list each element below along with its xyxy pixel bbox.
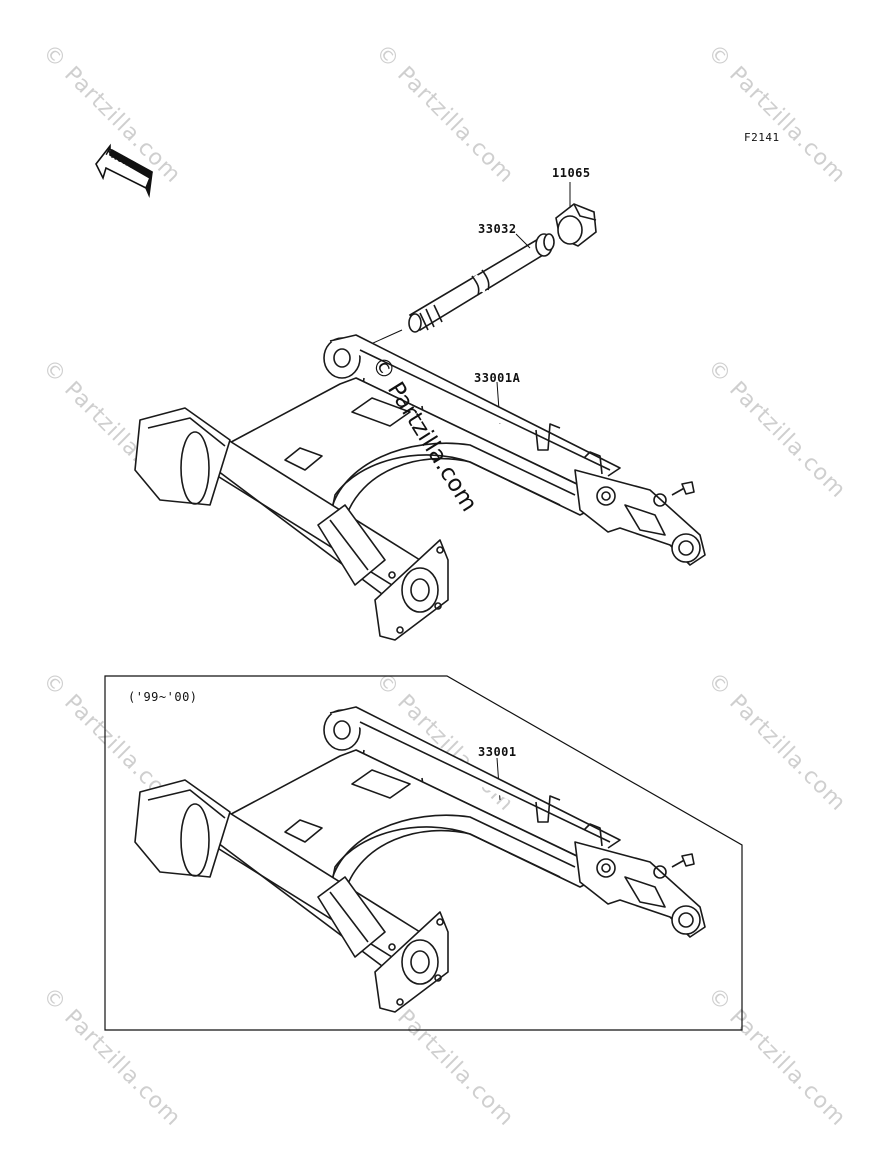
inset-frame <box>104 675 743 1031</box>
pivot-shaft <box>408 233 555 333</box>
front-arrow-icon <box>95 143 153 199</box>
figure-code: F2141 <box>744 131 780 144</box>
part-number-33001a: 33001A <box>474 371 521 385</box>
inset-range-label: ('99~'00) <box>128 690 198 704</box>
collar-part <box>555 203 597 247</box>
part-number-33032: 33032 <box>478 222 517 236</box>
part-number-33001: 33001 <box>478 745 517 759</box>
swingarm-33001 <box>134 706 706 1013</box>
swingarm-33001a <box>134 334 706 641</box>
part-number-11065: 11065 <box>552 166 591 180</box>
